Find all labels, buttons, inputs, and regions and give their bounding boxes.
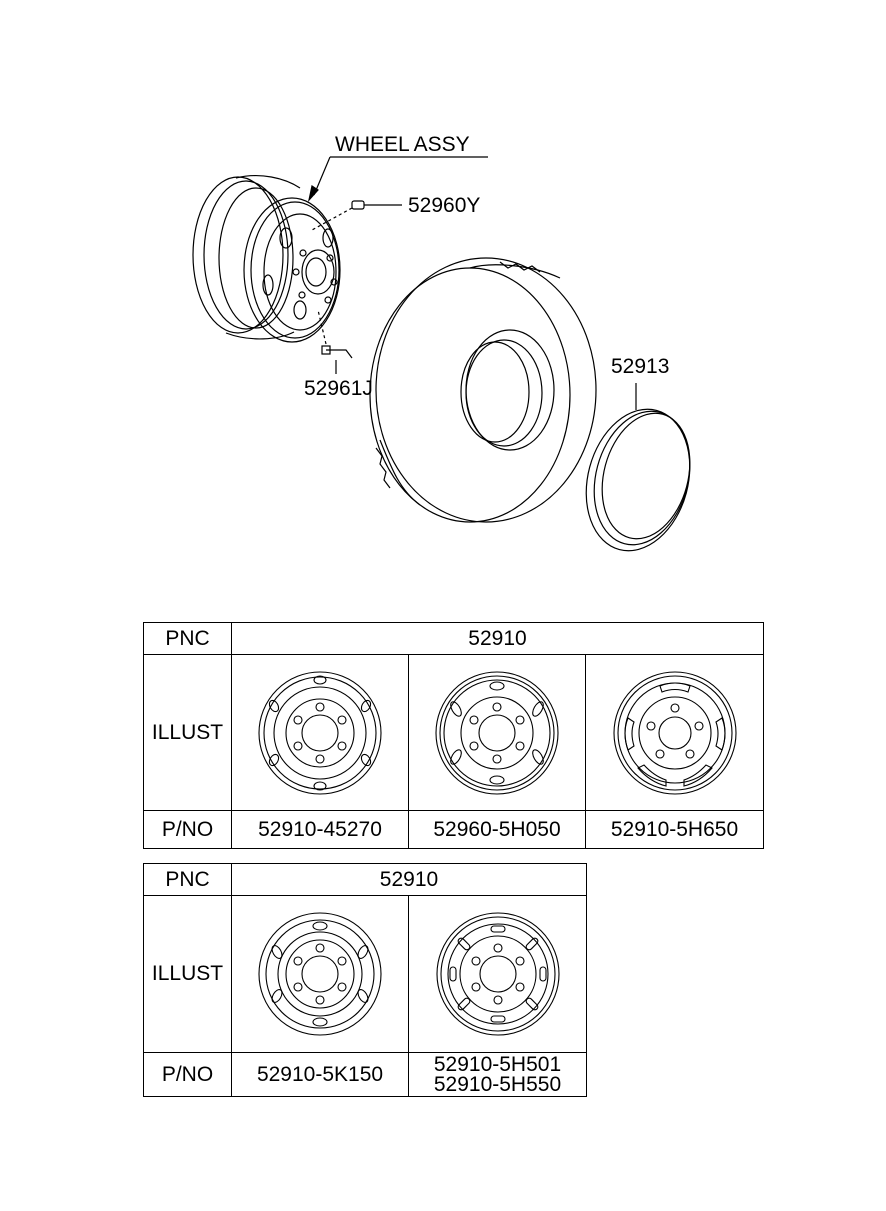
part-number: 52910-5H650 [584,810,765,849]
valve-part [311,200,402,231]
valve-cap-part-label: 52961J [304,377,373,400]
wheel-illustration [231,654,409,811]
valve-part-label: 52960Y [408,194,481,217]
part-number: 52910-5K150 [231,1052,409,1097]
wheel-illustration [231,895,409,1053]
pno-label: P/NO [143,1052,232,1097]
wheel-assy-label: WHEEL ASSY [335,133,470,156]
part-number: 52910-45270 [231,810,409,849]
illust-label: ILLUST [143,895,232,1053]
pno-label: P/NO [143,810,232,849]
part-number-pair: 52910-5H501 52910-5H550 [408,1052,587,1097]
valve-cap-part [317,309,353,374]
pnc-label: PNC [143,863,232,896]
wheel-rim [192,175,341,343]
illust-label: ILLUST [143,654,232,811]
wheel-assy-leader [307,156,488,203]
part-number: 52960-5H050 [408,810,586,849]
wheel-parts-table-1: PNC 52910 ILLUST [143,622,765,849]
tire [369,257,597,523]
pnc-label: PNC [143,622,232,655]
pnc-value: 52910 [231,863,587,896]
wheel-illustration [408,654,586,811]
wheel-parts-table-2: PNC 52910 ILLUST [143,863,587,1097]
wheel-illustration [408,895,587,1053]
wheel-illustration [584,654,765,811]
part-number: 52910-5H550 [433,1072,562,1096]
wheel-exploded-diagram [192,156,691,552]
rim-ring [585,383,691,552]
part-number: 52910-5H501 [433,1052,562,1076]
pnc-value: 52910 [230,622,765,655]
rim-ring-part-label: 52913 [611,355,670,378]
